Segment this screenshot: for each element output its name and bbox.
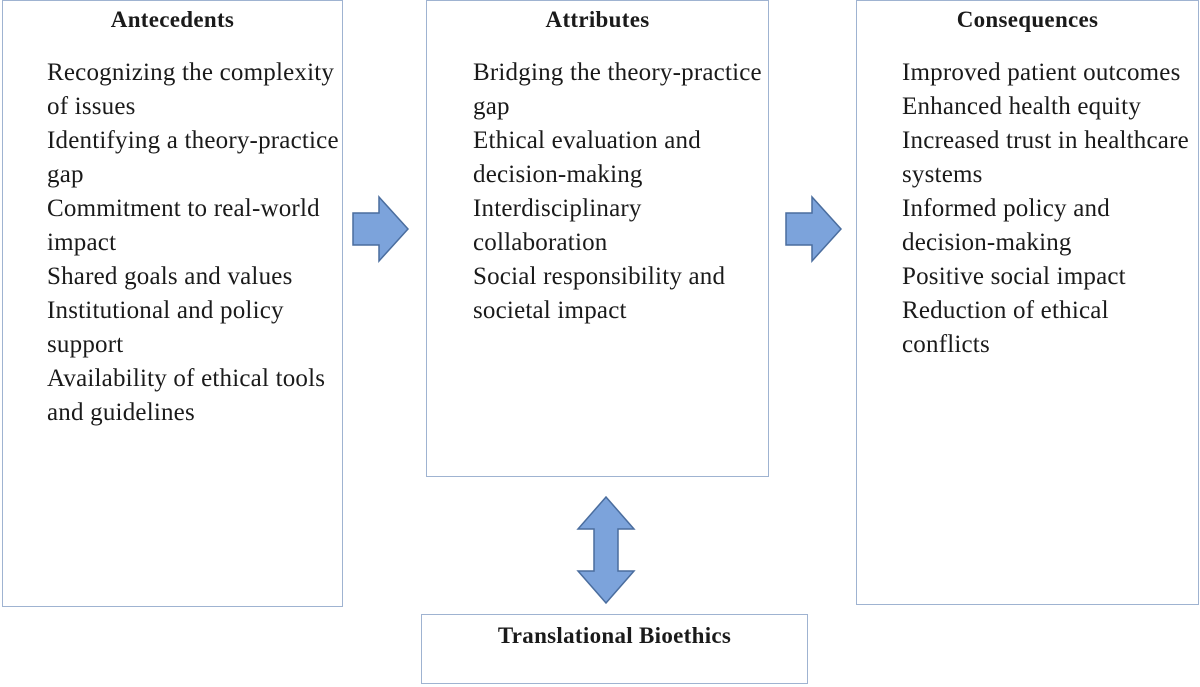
- consequence-item: Reduction of ethical conflicts: [902, 297, 1109, 358]
- arrow-shape: [576, 495, 636, 605]
- translational-bioethics-box: Translational Bioethics: [421, 614, 808, 684]
- translational-bioethics-title: Translational Bioethics: [497, 623, 732, 648]
- attributes-title: Attributes: [545, 7, 650, 32]
- attribute-item: Ethical evaluation and decision-making: [473, 127, 701, 188]
- antecedents-list: Recognizing the complexity of issues Ide…: [47, 56, 342, 430]
- attribute-item: Bridging the theory-practice gap: [473, 59, 762, 120]
- antecedent-item: Availability of ethical tools and guidel…: [47, 365, 326, 426]
- antecedent-item: Commitment to real-world impact: [47, 195, 320, 256]
- right-arrow-icon: [352, 195, 410, 263]
- up-down-arrow-icon: [576, 495, 636, 605]
- consequences-box: Consequences Improved patient outcomes E…: [856, 0, 1199, 605]
- attribute-item: Social responsibility and societal impac…: [473, 263, 726, 324]
- antecedent-item: Institutional and policy support: [47, 297, 284, 358]
- consequence-item: Enhanced health equity: [902, 93, 1142, 120]
- arrow-shape: [785, 195, 843, 263]
- attributes-list: Bridging the theory-practice gap Ethical…: [473, 56, 769, 328]
- consequence-item: Increased trust in healthcare systems: [902, 127, 1189, 188]
- consequences-title: Consequences: [956, 7, 1099, 32]
- consequence-item: Improved patient outcomes: [902, 59, 1181, 86]
- consequence-item: Positive social impact: [902, 263, 1126, 290]
- consequence-item: Informed policy and decision-making: [902, 195, 1110, 256]
- antecedent-item: Shared goals and values: [47, 263, 293, 290]
- arrow-shape: [352, 195, 410, 263]
- antecedent-item: Recognizing the complexity of issues: [47, 59, 335, 120]
- antecedents-title: Antecedents: [110, 7, 235, 32]
- right-arrow-icon: [785, 195, 843, 263]
- attribute-item: Interdisciplinary collaboration: [473, 195, 642, 256]
- antecedents-box: Antecedents Recognizing the complexity o…: [2, 0, 343, 607]
- consequences-list: Improved patient outcomes Enhanced healt…: [902, 56, 1198, 362]
- attributes-box: Attributes Bridging the theory-practice …: [426, 0, 769, 477]
- antecedent-item: Identifying a theory-practice gap: [47, 127, 339, 188]
